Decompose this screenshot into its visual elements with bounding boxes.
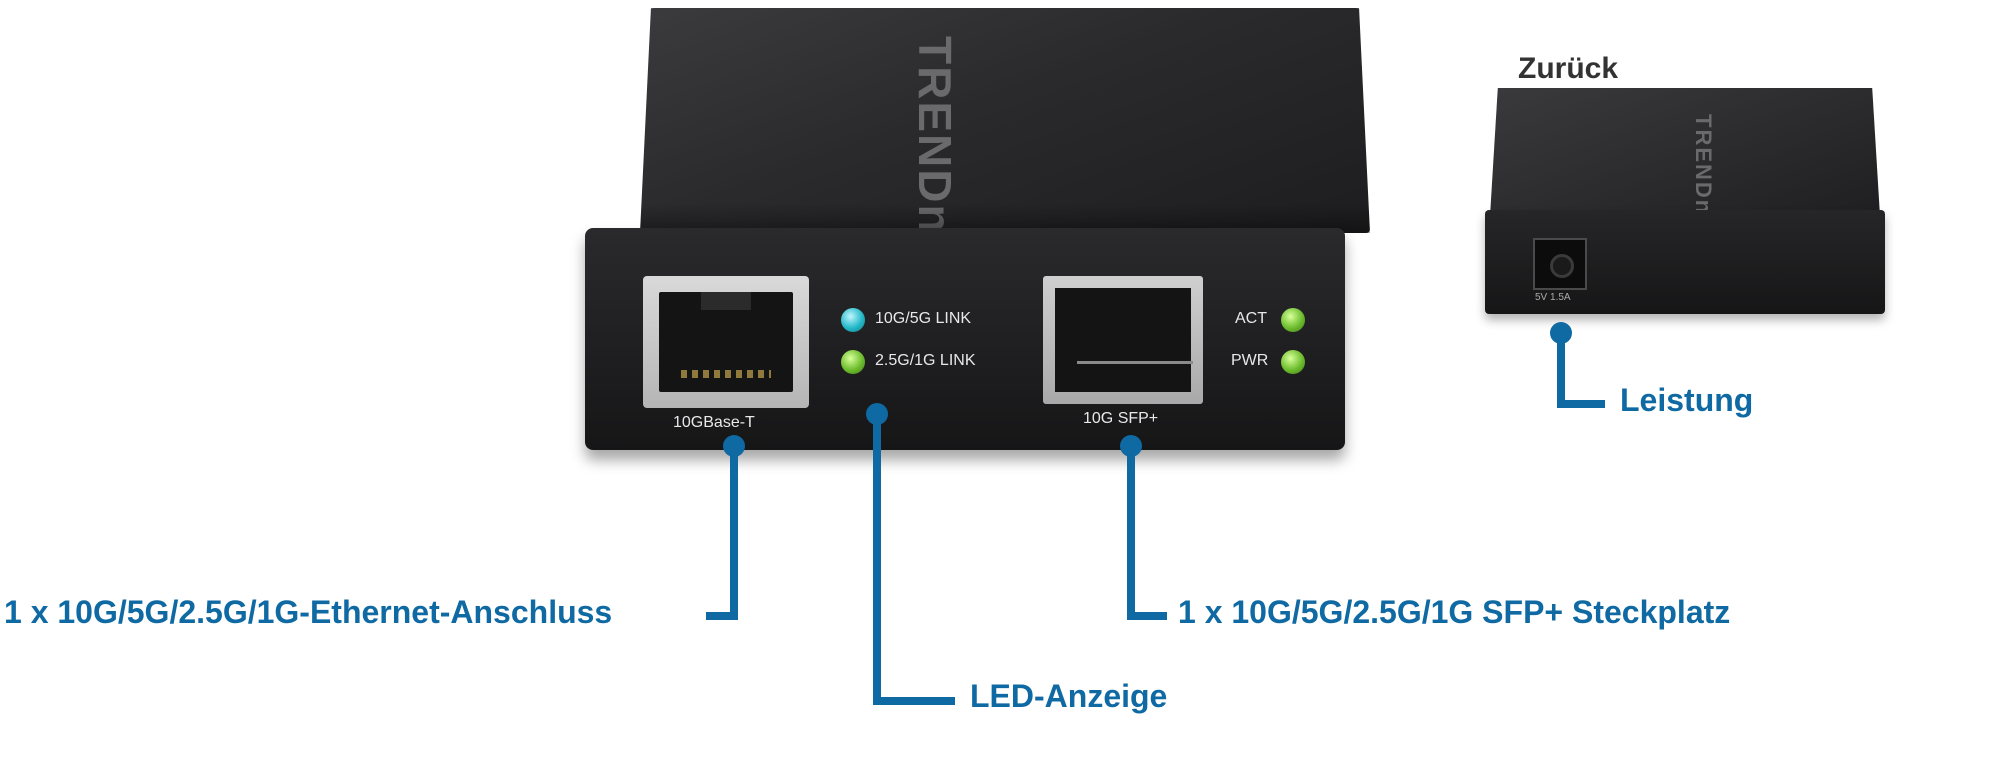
sfp-slot-label: 10G SFP+: [1083, 410, 1159, 427]
rear-device-panel: 5V 1.5A: [1485, 210, 1885, 314]
led-link-2-5g-1g: [841, 350, 865, 374]
power-rating-label: 5V 1.5A: [1535, 292, 1571, 303]
led-link-2-5g-1g-label: 2.5G/1G LINK: [875, 352, 976, 369]
ethernet-port: [643, 276, 809, 408]
led-act: [1281, 308, 1305, 332]
power-jack: [1533, 238, 1587, 290]
rear-view-title: Zurück: [1518, 52, 1619, 85]
led-pwr: [1281, 350, 1305, 374]
led-link-10g-5g: [841, 308, 865, 332]
sfp-slot: [1043, 276, 1203, 404]
led-pwr-label: PWR: [1231, 352, 1269, 369]
led-link-10g-5g-label: 10G/5G LINK: [875, 310, 972, 327]
front-device-panel: 10GBase-T 10G/5G LINK 2.5G/1G LINK 10G S…: [585, 228, 1345, 450]
rear-device-top: TRENDnet: [1490, 88, 1880, 216]
ethernet-port-label: 10GBase-T: [673, 414, 755, 431]
callout-sfp: 1 x 10G/5G/2.5G/1G SFP+ Steckplatz: [1178, 594, 1731, 630]
callout-ethernet: 1 x 10G/5G/2.5G/1G-Ethernet-Anschluss: [4, 594, 613, 630]
callout-led: LED-Anzeige: [970, 678, 1168, 714]
front-device-top: TRENDnet: [640, 8, 1370, 233]
led-act-label: ACT: [1235, 310, 1267, 327]
callout-power: Leistung: [1620, 382, 1754, 418]
